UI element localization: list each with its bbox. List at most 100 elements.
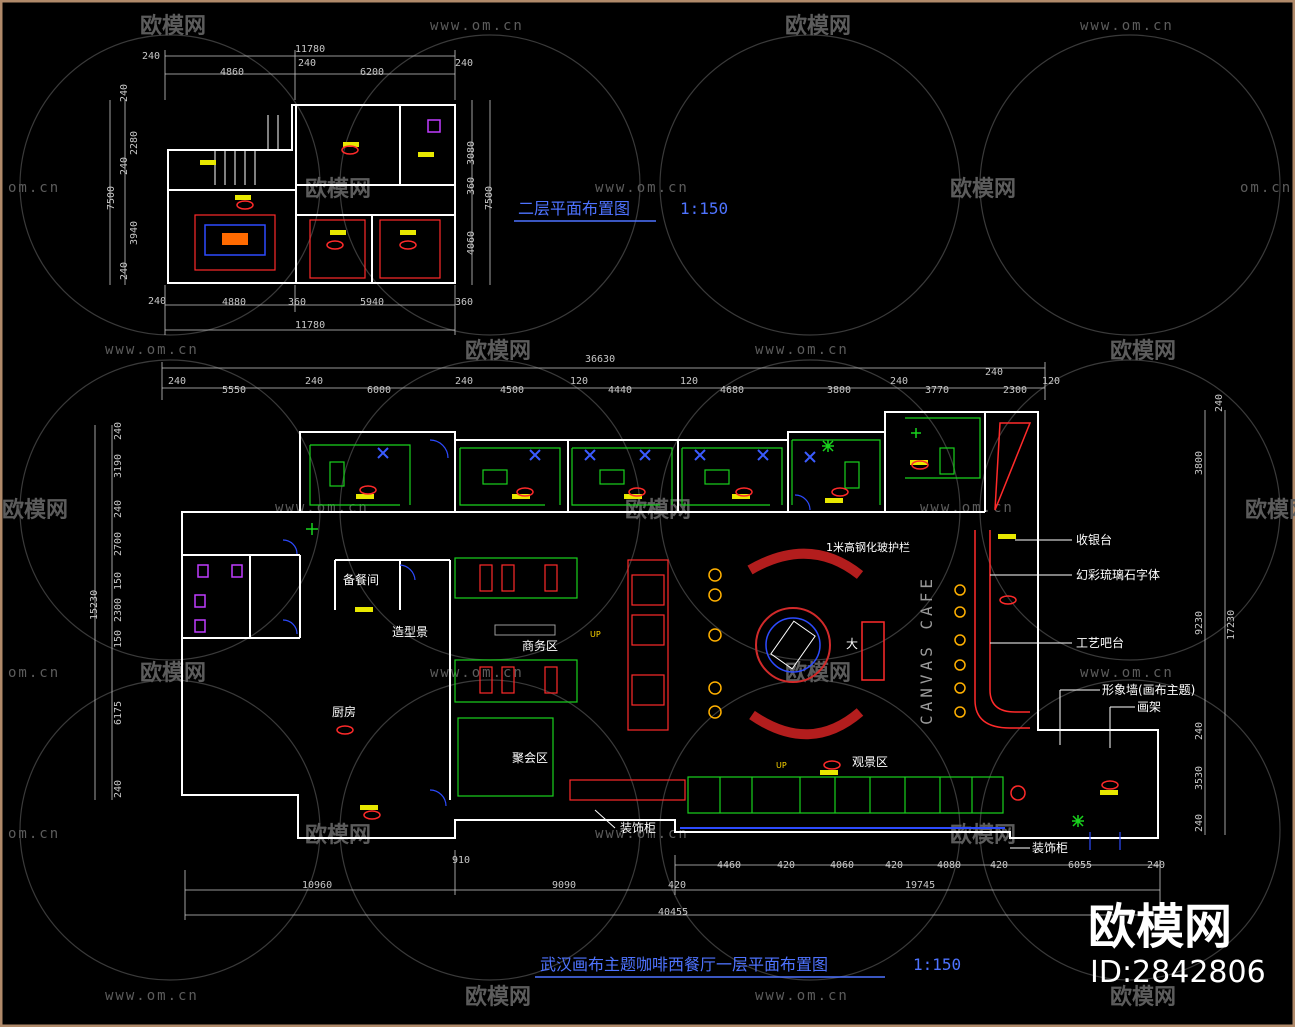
first-floor-plan: 36630 240 5550 240 6000 240 4500 120 444…: [89, 354, 1237, 978]
wc-icon: [427, 119, 441, 133]
dim-label: 240: [119, 262, 130, 280]
dim-label: 420: [668, 880, 686, 891]
business-zone-seating: [454, 557, 578, 797]
watermark-url: om.cn: [8, 665, 60, 681]
light-fixture-icons: [200, 142, 434, 235]
watermark-brand: 欧模网: [785, 13, 851, 39]
dim-label: 240: [148, 296, 166, 307]
second-floor-title: 二层平面布置图: [518, 199, 630, 218]
plant-icons: [306, 428, 1084, 827]
dim-label: 9230: [1194, 611, 1205, 635]
dim-label: 4680: [720, 385, 744, 396]
red-table-icons: [336, 460, 1119, 820]
column-icon: [1010, 785, 1026, 801]
dim-label: 2280: [129, 131, 140, 155]
watermark-brand: 欧模网: [465, 338, 531, 364]
watermark-brand: 欧模网: [1245, 497, 1295, 523]
watermark-brand: 欧模网: [305, 822, 371, 848]
dim-label: 19745: [905, 880, 935, 891]
watermark-url: www.om.cn: [755, 988, 849, 1004]
room-label-gathering: 聚会区: [512, 751, 548, 765]
dim-label: 240: [119, 84, 130, 102]
dim-label: 3770: [925, 385, 949, 396]
dim-label: 240: [298, 58, 316, 69]
watermark-brand: 欧模网: [1110, 984, 1176, 1010]
dim-label: 240: [1194, 814, 1205, 832]
watermark-url: www.om.cn: [105, 342, 199, 358]
dim-label: 240: [1147, 860, 1165, 871]
watermark-rings: [19, 34, 1281, 981]
dim-label: 240: [305, 376, 323, 387]
dim-label: 3800: [827, 385, 851, 396]
dim-label: 6055: [1068, 860, 1092, 871]
dim-label: 3190: [113, 454, 124, 478]
label-deco-cabinet: 装饰柜: [620, 821, 656, 835]
dim-label: 420: [990, 860, 1008, 871]
dim-label: 150: [113, 572, 124, 590]
room-label-business: 商务区: [522, 638, 558, 653]
watermark-url: www.om.cn: [430, 18, 524, 34]
table-icons: [236, 145, 417, 250]
bar-counter: [627, 559, 669, 731]
dim-label: 360: [455, 297, 473, 308]
light-fixture-icons: [355, 460, 1118, 810]
dim-label: 240: [168, 376, 186, 387]
up-marker: UP: [590, 630, 601, 639]
watermark-url: www.om.cn: [1080, 18, 1174, 34]
dim-label: 150: [113, 630, 124, 648]
dim-label: 2300: [113, 598, 124, 622]
callout-easel: 画架: [1137, 700, 1161, 714]
dim-label: 36630: [585, 354, 615, 365]
dim-label: 7500: [106, 186, 117, 210]
brand-name: 欧模网: [1088, 899, 1232, 955]
watermark-brand: 欧模网: [950, 822, 1016, 848]
dim-label: 240: [142, 51, 160, 62]
watermark-texts: 欧模网 www.om.cn 欧模网 www.om.cn om.cn 欧模网 ww…: [2, 13, 1295, 1010]
dim-label: 17230: [1226, 610, 1237, 640]
bar-stools: [708, 568, 722, 719]
watermark-brand: 欧模网: [465, 984, 531, 1010]
callout-cashier: 收银台: [1076, 532, 1112, 547]
dim-label: 5940: [360, 297, 384, 308]
cashier-counter: [974, 422, 1032, 729]
dim-label: 240: [113, 500, 124, 518]
dim-label: 360: [466, 177, 477, 195]
watermark-url: om.cn: [8, 826, 60, 842]
watermark-brand: 欧模网: [140, 660, 206, 686]
watermark-brand: 欧模网: [950, 176, 1016, 202]
dim-label: 3080: [466, 141, 477, 165]
dim-label: 2700: [113, 532, 124, 556]
up-marker: UP: [776, 761, 787, 770]
dim-label: 9090: [552, 880, 576, 891]
room-label-kitchen: 厨房: [332, 704, 356, 719]
dim-label: 4460: [717, 860, 741, 871]
central-round-seating: [747, 548, 885, 740]
watermark-brand: 欧模网: [305, 176, 371, 202]
dim-label: 2300: [1003, 385, 1027, 396]
stairs-icon: [214, 115, 279, 185]
watermark-url: www.om.cn: [920, 500, 1014, 516]
door-icons: [282, 439, 1121, 850]
room-label-view-zone: 观景区: [852, 755, 888, 769]
canvas-cafe-lettering: CANVAS CAFE: [917, 575, 936, 725]
dim-label: 240: [113, 422, 124, 440]
view-zone-seating: [687, 776, 1004, 814]
dim-label: 4060: [466, 231, 477, 255]
watermark-url: www.om.cn: [595, 826, 689, 842]
watermark-brand: 欧模网: [1110, 338, 1176, 364]
watermark-url: om.cn: [1240, 180, 1292, 196]
room-label-railing: 1米高钢化玻护栏: [826, 540, 910, 554]
dim-label: 40455: [658, 907, 688, 918]
watermark-url: www.om.cn: [105, 988, 199, 1004]
business-zone-tables: [479, 564, 558, 694]
dim-label: 4880: [222, 297, 246, 308]
watermark-url: om.cn: [8, 180, 60, 196]
watermark-url: www.om.cn: [275, 500, 369, 516]
first-floor-title: 武汉画布主题咖啡西餐厅一层平面布置图: [540, 955, 828, 974]
asset-id: ID:2842806: [1090, 955, 1266, 990]
watermark-url: www.om.cn: [430, 665, 524, 681]
dim-label: 5550: [222, 385, 246, 396]
watermark-url: www.om.cn: [1080, 665, 1174, 681]
dim-label: 420: [885, 860, 903, 871]
